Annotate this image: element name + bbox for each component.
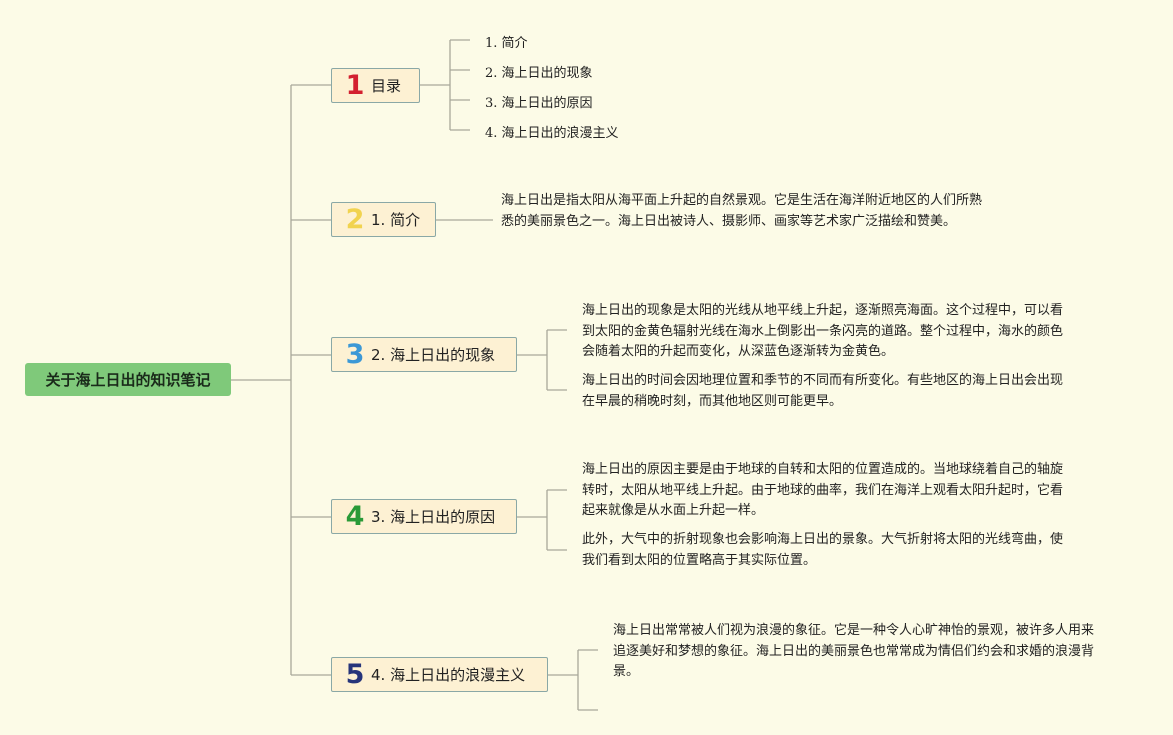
toc-item-romance[interactable]: 4. 海上日出的浪漫主义 [485,126,619,141]
connector-toc [420,39,470,131]
connector-cause [517,489,567,551]
branch-label: 3. 海上日出的原因 [371,508,496,526]
branch-phenomenon[interactable]: 3 2. 海上日出的现象 [331,337,517,372]
connector-phenomenon [517,329,567,391]
root-topic-label: 关于海上日出的知识笔记 [45,371,211,389]
number-4-icon: 4 [345,501,365,532]
toc-item-phenomenon[interactable]: 2. 海上日出的现象 [485,66,593,81]
number-1-icon: 1 [345,70,365,101]
branch-label: 1. 简介 [371,211,421,229]
intro-paragraph: 海上日出是指太阳从海平面上升起的自然景观。它是生活在海洋附近地区的人们所熟悉的美… [501,193,983,229]
branch-toc[interactable]: 1 目录 [331,68,420,103]
phenomenon-paragraph-2: 海上日出的时间会因地理位置和季节的不同而有所变化。有些地区的海上日出会出现在早晨… [582,373,1064,409]
number-3-icon: 3 [345,339,365,370]
toc-item-cause[interactable]: 3. 海上日出的原因 [485,96,593,111]
branch-label: 4. 海上日出的浪漫主义 [371,666,526,684]
branch-cause[interactable]: 4 3. 海上日出的原因 [331,499,517,534]
phenomenon-paragraph-1: 海上日出的现象是太阳的光线从地平线上升起，逐渐照亮海面。这个过程中，可以看到太阳… [582,303,1064,359]
cause-paragraph-1: 海上日出的原因主要是由于地球的自转和太阳的位置造成的。当地球绕着自己的轴旋转时，… [582,462,1064,518]
connector-romance [548,649,598,711]
cause-paragraph-2: 此外，大气中的折射现象也会影响海上日出的景象。大气折射将太阳的光线弯曲，使我们看… [582,532,1064,568]
root-topic[interactable]: 关于海上日出的知识笔记 [25,363,231,396]
number-5-icon: 5 [345,659,365,690]
branch-intro[interactable]: 2 1. 简介 [331,202,436,237]
toc-item-intro[interactable]: 1. 简介 [485,36,528,51]
branch-label: 2. 海上日出的现象 [371,346,496,364]
branch-romance[interactable]: 5 4. 海上日出的浪漫主义 [331,657,548,692]
romance-paragraph: 海上日出常常被人们视为浪漫的象征。它是一种令人心旷神怡的景观，被许多人用来追逐美… [613,623,1095,679]
branch-label: 目录 [371,77,402,95]
number-2-icon: 2 [345,204,365,235]
